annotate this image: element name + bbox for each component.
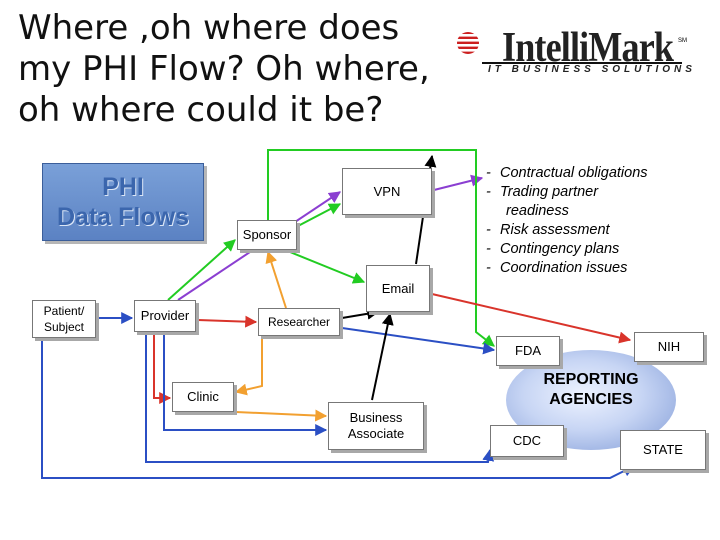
title-line-3: oh where could it be? bbox=[18, 90, 384, 130]
intellimark-logo-mark-icon bbox=[454, 32, 484, 54]
consideration-item: Contingency plans bbox=[484, 240, 714, 259]
state-node: STATE bbox=[620, 430, 706, 470]
patient-line-2: Subject bbox=[43, 320, 84, 334]
edge-patient-state bbox=[41, 340, 636, 479]
vpn-node: VPN bbox=[342, 168, 432, 215]
sponsor-node: Sponsor bbox=[237, 220, 297, 250]
considerations-list: Contractual obligations Trading partner … bbox=[484, 164, 714, 278]
logo-trademark: SM bbox=[678, 38, 687, 44]
banner-line-2: Data Flows bbox=[57, 203, 189, 231]
reporting-agencies-line-2: AGENCIES bbox=[549, 391, 633, 408]
business-associate-node: Business Associate bbox=[328, 402, 424, 450]
banner-line-1: PHI bbox=[102, 173, 144, 201]
logo-tagline: IT BUSINESS SOLUTIONS bbox=[488, 64, 696, 75]
edge-researcher-clinic bbox=[234, 336, 263, 396]
edge-researcher-fda bbox=[341, 327, 496, 355]
consideration-item: Trading partner bbox=[484, 183, 714, 202]
reporting-agencies-line-1: REPORTING bbox=[543, 371, 639, 388]
patient-subject-node: Patient/ Subject bbox=[32, 300, 96, 338]
edge-researcher-sponsor bbox=[265, 250, 287, 309]
phi-data-flows-banner: PHI Data Flows bbox=[42, 163, 204, 241]
edge-email-nih bbox=[431, 293, 632, 344]
edge-provider-cdc bbox=[145, 334, 495, 463]
consideration-item-continued: readiness bbox=[506, 203, 569, 219]
edge-provider-researcher bbox=[197, 315, 258, 328]
email-node: Email bbox=[366, 265, 430, 312]
edge-sponsor-vpn bbox=[297, 203, 342, 227]
bizassoc-line-1: Business bbox=[349, 410, 403, 425]
title-line-2: my PHI Flow? Oh where, bbox=[18, 49, 430, 89]
fda-node: FDA bbox=[496, 336, 560, 366]
edge-vpn-bullets bbox=[433, 174, 484, 191]
nih-node: NIH bbox=[634, 332, 704, 362]
cdc-node: CDC bbox=[490, 425, 564, 457]
consideration-item: Coordination issues bbox=[484, 259, 714, 278]
reporting-agencies-label: REPORTING AGENCIES bbox=[516, 370, 666, 410]
edge-provider-sponsor bbox=[167, 239, 236, 301]
provider-node: Provider bbox=[134, 300, 196, 332]
bizassoc-line-2: Associate bbox=[347, 426, 405, 441]
edge-clinic-bizassoc bbox=[235, 409, 328, 422]
consideration-item: Contractual obligations bbox=[484, 164, 714, 183]
edge-researcher-email bbox=[341, 307, 380, 320]
edge-provider-bizassoc bbox=[163, 334, 328, 436]
slide-title: Where ,oh where does my PHI Flow? Oh whe… bbox=[18, 8, 458, 131]
logo-rule bbox=[482, 62, 682, 64]
intellimark-logo: IntelliMark SM IT BUSINESS SOLUTIONS bbox=[452, 25, 692, 82]
patient-line-1: Patient/ bbox=[43, 304, 85, 318]
consideration-item: Risk assessment bbox=[484, 221, 714, 240]
edge-provider-clinic bbox=[153, 334, 172, 404]
edge-sponsor-email bbox=[289, 251, 366, 284]
edge-sponsor-fda bbox=[267, 149, 495, 347]
clinic-node: Clinic bbox=[172, 382, 234, 412]
edge-bizassoc-email bbox=[371, 312, 394, 401]
researcher-node: Researcher bbox=[258, 308, 340, 336]
title-line-1: Where ,oh where does bbox=[18, 8, 400, 48]
